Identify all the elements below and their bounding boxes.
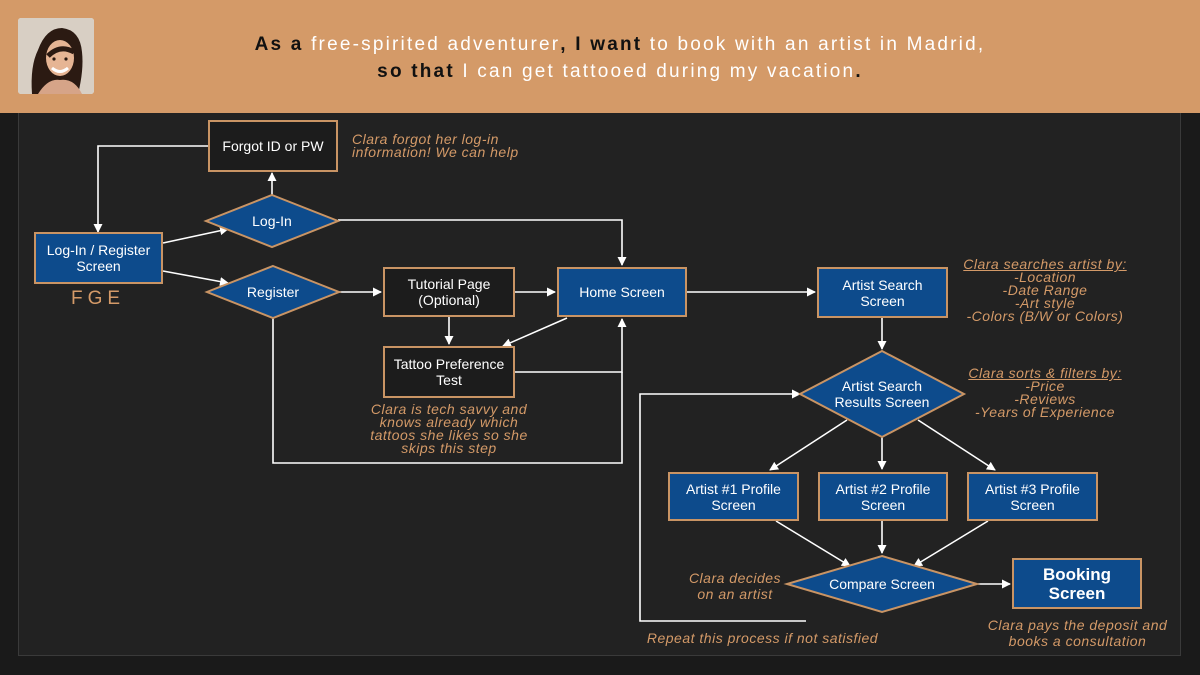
diamond-search-results [797,349,967,439]
compare-label: Compare Screen [829,576,935,592]
note-decides: Clara decides on an artist [688,570,782,602]
user-story-line-2: so that I can get tattooed during my vac… [120,58,1120,85]
artist-search-screen-node: Artist Search Screen [817,267,948,318]
home-screen-node: Home Screen [557,267,687,317]
user-story-line-1: As a free-spirited adventurer, I want to… [120,31,1120,58]
note-search-criteria: Clara searches artist by: -Location -Dat… [950,256,1140,324]
story-line-1-segment-0: As a [254,34,312,55]
arrow-register-skip-to-home [272,318,623,464]
note-repeat: Repeat this process if not satisfied [646,630,879,646]
persona-avatar [18,18,94,94]
note-sort-title: Clara sorts & filters by: [968,365,1122,381]
story-line-1-segment-3: to book with an artist in Madrid, [649,34,986,55]
story-line-2-segment-1: I can get tattooed during my vacation [462,61,856,82]
note-pays: Clara pays the deposit and books a consu… [987,617,1168,649]
story-line-1-segment-1: free-spirited adventurer [311,34,561,55]
arrow-loginreg-to-login [162,226,229,244]
story-line-1-segment-2: , I want [560,34,650,55]
diamond-register [204,264,342,320]
note-sort-items: -Price -Reviews -Years of Experience [975,378,1115,420]
flow-panel [18,113,1181,656]
login-register-screen-node: Log-In / Register Screen [34,232,163,284]
register-label: Register [246,284,300,300]
arrow-results-to-artist1 [769,419,848,471]
note-forgot: Clara forgot her log-in information! We … [352,131,519,160]
arrow-loginreg-to-register [162,270,229,286]
arrow-compare-repeat-to-results [639,389,806,622]
fge-label: FGE [70,288,126,309]
search-results-label: Artist Search Results Screen [834,378,930,410]
login-label: Log-In [252,213,292,229]
tutorial-page-node: Tutorial Page (Optional) [383,267,515,317]
arrow-login-to-home [338,219,627,266]
arrow-artist1-to-compare [775,520,851,567]
artist-1-profile-node: Artist #1 Profile Screen [668,472,799,521]
arrow-home-to-pref [502,317,568,347]
user-story-banner: As a free-spirited adventurer, I want to… [0,0,1200,113]
arrow-results-to-artist3 [917,419,996,471]
note-sort-filters: Clara sorts & filters by: -Price -Review… [955,365,1135,420]
note-search-title: Clara searches artist by: [963,256,1127,272]
story-line-2-segment-0: so that [377,61,463,82]
diamond-login [203,193,341,249]
story-line-2-segment-2: . [855,61,863,82]
artist-2-profile-node: Artist #2 Profile Screen [818,472,948,521]
arrow-artist3-to-compare [913,520,989,567]
arrow-pref-to-home [515,318,627,373]
forgot-id-pw-node: Forgot ID or PW [208,120,338,172]
note-tech-savvy: Clara is tech savvy and knows already wh… [370,401,528,456]
tattoo-preference-test-node: Tattoo Preference Test [383,346,515,398]
artist-3-profile-node: Artist #3 Profile Screen [967,472,1098,521]
diamond-compare [783,554,981,614]
booking-screen-node: Booking Screen [1012,558,1142,609]
arrow-forgot-to-loginreg [93,145,208,233]
note-search-items: -Location -Date Range -Art style -Colors… [966,269,1124,324]
